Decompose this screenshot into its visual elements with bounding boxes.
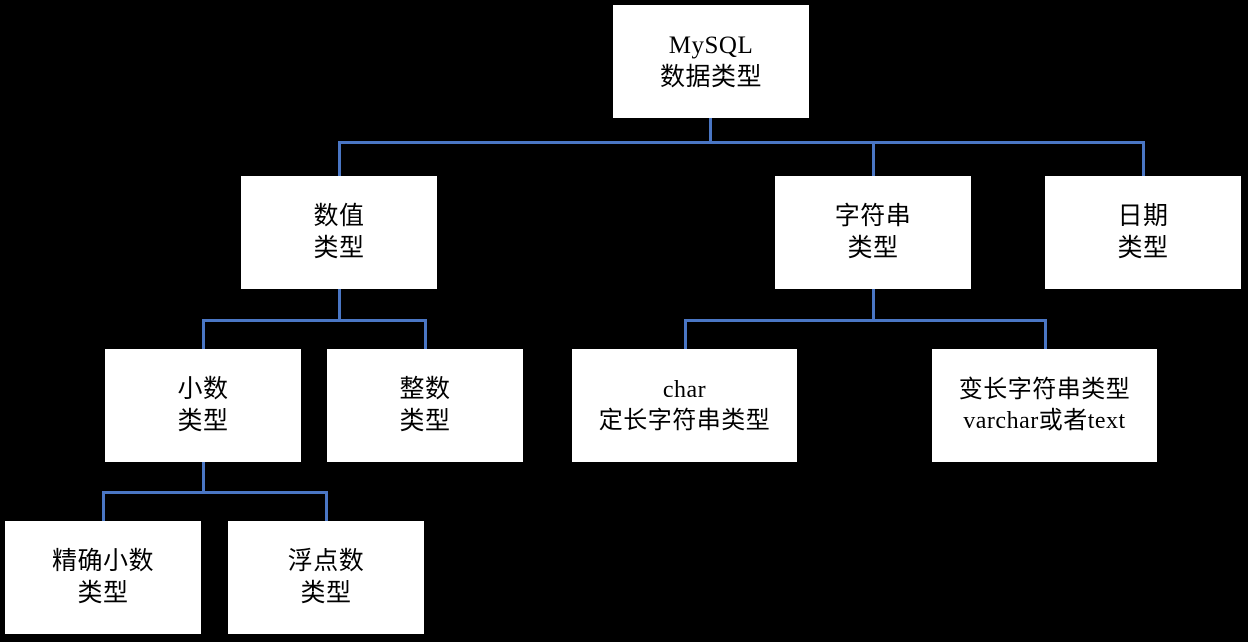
node-numeric-line1: 数值 — [313, 202, 365, 230]
connector-string-bar — [684, 319, 1047, 322]
connector-to-integer — [424, 319, 427, 352]
node-char-fixed-length-string[interactable]: char 定长字符串类型 — [572, 349, 797, 462]
connector-to-float — [325, 491, 328, 524]
connector-decimal-stub — [202, 461, 205, 494]
node-varchar-variable-length-string[interactable]: 变长字符串类型 varchar或者text — [932, 349, 1157, 462]
node-float-line1: 浮点数 — [287, 547, 365, 575]
connector-to-string — [872, 141, 875, 178]
connector-level2-bar — [338, 141, 1145, 144]
node-decimal-line2: 类型 — [177, 407, 229, 435]
node-date-type[interactable]: 日期 类型 — [1045, 176, 1241, 289]
node-date-line2: 类型 — [1117, 234, 1169, 262]
connector-to-exact-decimal — [102, 491, 105, 524]
node-root-line2: 数据类型 — [659, 63, 762, 91]
connector-to-decimal — [202, 319, 205, 352]
node-integer-type[interactable]: 整数 类型 — [327, 349, 523, 462]
connector-decimal-bar — [102, 491, 328, 494]
node-numeric-type[interactable]: 数值 类型 — [241, 176, 437, 289]
node-string-line1: 字符串 — [834, 202, 912, 230]
node-decimal-line1: 小数 — [177, 375, 229, 403]
node-root-line1: MySQL — [668, 31, 754, 59]
connector-string-stub — [872, 289, 875, 322]
connector-to-char — [684, 319, 687, 352]
connector-numeric-stub — [338, 289, 341, 322]
node-string-line2: 类型 — [847, 234, 899, 262]
node-exact-decimal-line1: 精确小数 — [51, 547, 154, 575]
node-float-type[interactable]: 浮点数 类型 — [228, 521, 424, 634]
connector-to-numeric — [338, 141, 341, 178]
node-varchar-line1: 变长字符串类型 — [958, 376, 1131, 403]
node-exact-decimal-line2: 类型 — [77, 579, 129, 607]
node-float-line2: 类型 — [300, 579, 352, 607]
node-numeric-line2: 类型 — [313, 234, 365, 262]
connector-to-varchar — [1044, 319, 1047, 352]
node-exact-decimal-type[interactable]: 精确小数 类型 — [5, 521, 201, 634]
connector-to-date — [1142, 141, 1145, 178]
node-date-line1: 日期 — [1117, 202, 1169, 230]
connector-root-stub — [709, 118, 712, 144]
connector-numeric-bar — [202, 319, 427, 322]
node-integer-line1: 整数 — [399, 375, 451, 403]
node-char-line2: 定长字符串类型 — [598, 407, 771, 434]
node-root-mysql-data-types[interactable]: MySQL 数据类型 — [613, 5, 809, 118]
node-decimal-type[interactable]: 小数 类型 — [105, 349, 301, 462]
node-varchar-line2: varchar或者text — [963, 407, 1126, 434]
node-string-type[interactable]: 字符串 类型 — [775, 176, 971, 289]
node-integer-line2: 类型 — [399, 407, 451, 435]
node-char-line1: char — [662, 376, 707, 403]
